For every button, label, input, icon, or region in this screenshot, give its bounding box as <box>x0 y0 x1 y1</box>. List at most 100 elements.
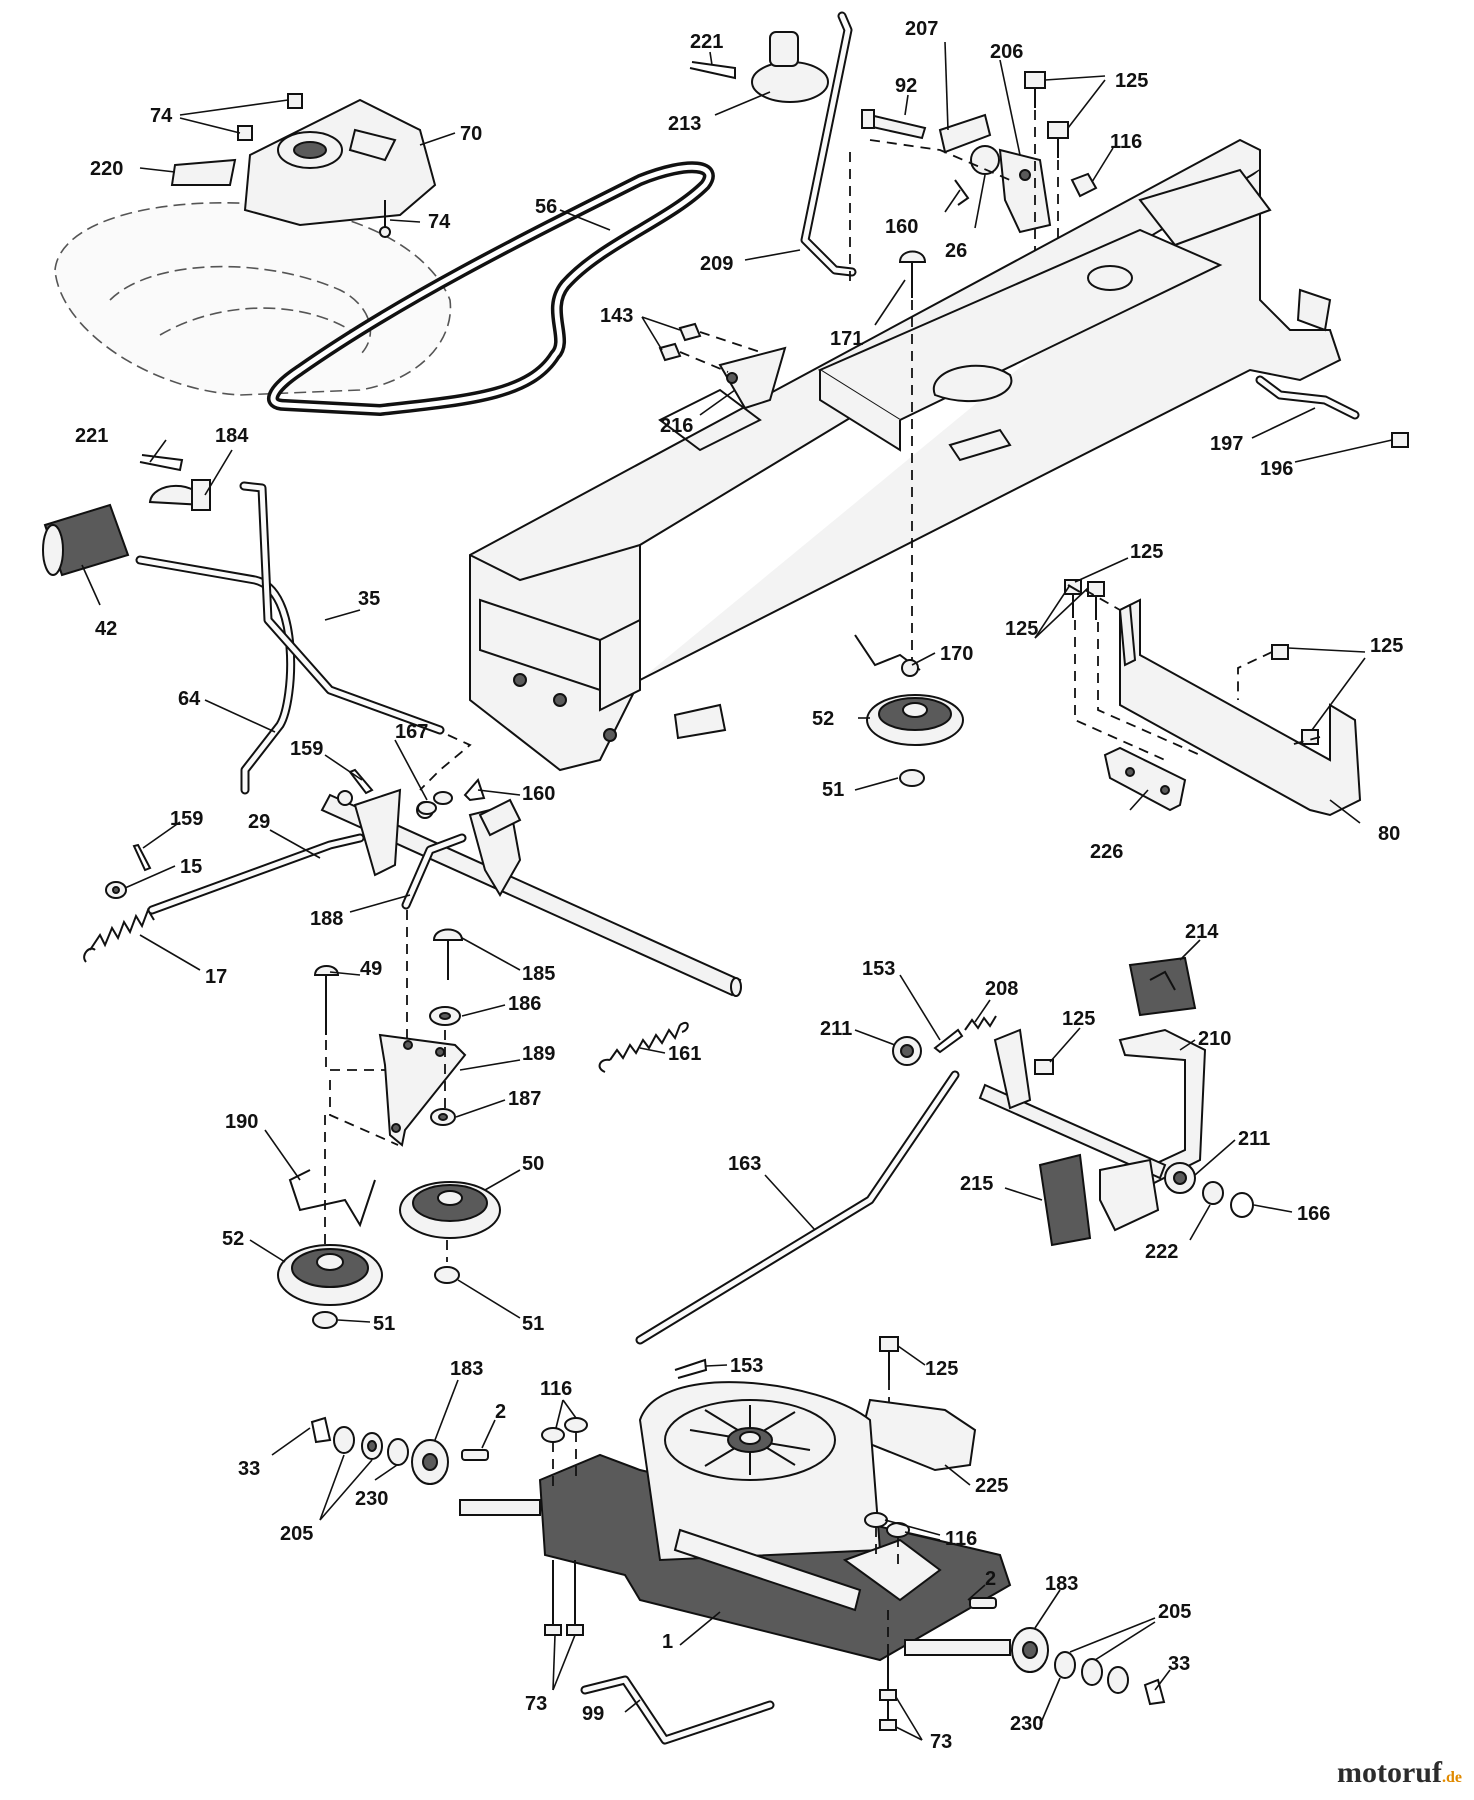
bolt-185 <box>432 928 464 980</box>
idler-arm-190 <box>288 1169 376 1228</box>
rod-99 <box>580 1675 775 1745</box>
key-2-right <box>969 1597 997 1609</box>
nut-51-upper <box>899 769 925 787</box>
callout-167: 167 <box>395 721 428 743</box>
callout-183a: 183 <box>450 1358 483 1380</box>
clip-33-left <box>310 1416 332 1444</box>
callout-214: 214 <box>1185 921 1219 943</box>
key-2-left <box>461 1449 489 1461</box>
pulley-52-lower <box>277 1244 383 1306</box>
callout-125a: 125 <box>1115 70 1148 92</box>
callout-2a: 2 <box>495 1401 506 1423</box>
nut-51-lower-right <box>434 1240 460 1284</box>
callout-15: 15 <box>180 856 202 878</box>
hairpin-153-top <box>933 1028 964 1054</box>
bushing-183-left <box>411 1439 449 1485</box>
callout-52a: 52 <box>812 708 834 730</box>
callout-161: 161 <box>668 1043 701 1065</box>
washer-187 <box>430 1108 456 1126</box>
transaxle <box>538 1381 1012 1662</box>
callout-210: 210 <box>1198 1028 1231 1050</box>
pulley-52-upper <box>866 694 964 746</box>
callout-221b: 221 <box>75 425 108 447</box>
callout-170: 170 <box>940 643 973 665</box>
axle-right <box>904 1639 1011 1656</box>
callout-190: 190 <box>225 1111 258 1133</box>
cotter-pin-159-left <box>132 843 152 872</box>
bolts-125-top <box>1024 71 1098 198</box>
idler-bracket-216 <box>718 346 787 410</box>
callout-29: 29 <box>248 811 270 833</box>
callout-51c: 51 <box>522 1313 544 1335</box>
callout-labels: 74 70 220 74 221 213 207 206 125 92 116 … <box>75 18 1403 1753</box>
callout-35: 35 <box>358 588 380 610</box>
dash-console <box>243 98 437 227</box>
callout-17: 17 <box>205 966 227 988</box>
handle-grip-42 <box>42 503 130 577</box>
watermark-tld: .de <box>1442 1769 1462 1786</box>
hairpin-clip-221 <box>139 454 184 472</box>
knob-184 <box>148 479 211 511</box>
console-screws <box>237 93 391 238</box>
clip-33-right <box>1143 1678 1166 1706</box>
callout-183b: 183 <box>1045 1573 1078 1595</box>
dash-189 <box>324 1030 446 1270</box>
washers-205-230-right <box>1054 1651 1129 1694</box>
callout-1: 1 <box>662 1631 673 1653</box>
ring-166 <box>1230 1192 1254 1218</box>
pedal-pad-214 <box>1128 956 1197 1017</box>
tractor-frame <box>469 138 1342 772</box>
callout-222: 222 <box>1145 1241 1178 1263</box>
callout-153a: 153 <box>862 958 895 980</box>
callout-33b: 33 <box>1168 1653 1190 1675</box>
hairpin-clip-top <box>689 61 736 80</box>
pad-215 <box>1038 1153 1092 1247</box>
carriage-bolt-171 <box>898 250 927 660</box>
callout-230b: 230 <box>1010 1713 1043 1735</box>
washer-15 <box>105 881 127 899</box>
rod-35 <box>239 481 472 791</box>
washer-222 <box>1202 1181 1224 1205</box>
callout-52b: 52 <box>222 1228 244 1250</box>
callout-49: 49 <box>360 958 382 980</box>
screws-143 <box>658 322 761 373</box>
callout-225: 225 <box>975 1475 1008 1497</box>
idler-bracket-189 <box>378 1033 467 1147</box>
callout-221a: 221 <box>690 31 723 53</box>
callout-116b: 116 <box>540 1378 572 1400</box>
callout-205b: 205 <box>1158 1601 1191 1623</box>
callout-205a: 205 <box>280 1523 313 1545</box>
callout-184: 184 <box>215 425 249 447</box>
link-167 <box>417 791 453 815</box>
callout-99: 99 <box>582 1703 604 1725</box>
rod-29 <box>147 833 365 915</box>
clip-160-middle <box>463 778 486 802</box>
callout-166: 166 <box>1297 1203 1330 1225</box>
watermark-name: motoruf <box>1337 1756 1442 1789</box>
watermark-logo: motoruf.de <box>1337 1756 1462 1790</box>
cotter-pin-159-top <box>348 768 374 795</box>
bushing-183-right <box>1011 1627 1049 1673</box>
callout-125b: 125 <box>1130 541 1163 563</box>
callout-80: 80 <box>1378 823 1400 845</box>
callout-74b: 74 <box>428 211 451 233</box>
callout-209: 209 <box>700 253 733 275</box>
callout-220: 220 <box>90 158 123 180</box>
callout-188: 188 <box>310 908 343 930</box>
hairpin-153-lower <box>674 1358 708 1379</box>
callout-92: 92 <box>895 75 917 97</box>
bushing-211-left <box>892 1036 922 1066</box>
bolt-125-lower <box>879 1336 899 1410</box>
callout-2b: 2 <box>985 1568 996 1590</box>
callout-56: 56 <box>535 196 557 218</box>
callout-125e: 125 <box>1062 1008 1095 1030</box>
callout-189: 189 <box>522 1043 555 1065</box>
spacer-186 <box>429 1006 461 1026</box>
idler-arm-170 <box>854 634 921 677</box>
callout-207: 207 <box>905 18 938 40</box>
deflector-shield <box>1118 598 1362 817</box>
callout-33a: 33 <box>238 1458 260 1480</box>
callout-160a: 160 <box>885 216 918 238</box>
shift-lever <box>800 11 857 277</box>
